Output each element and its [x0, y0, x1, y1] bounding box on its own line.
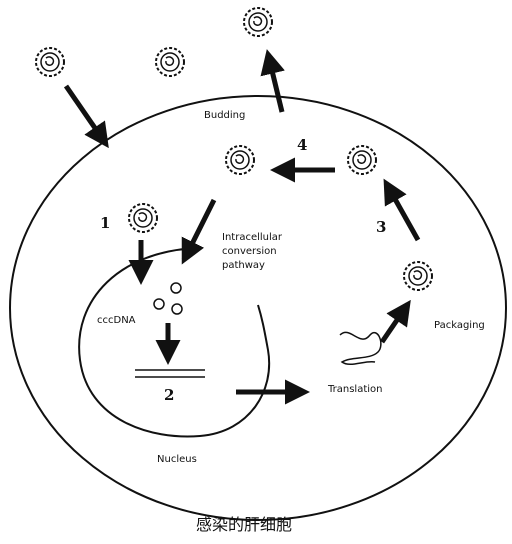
step-number-2: 2: [164, 386, 174, 404]
recycling-arrow: [181, 198, 217, 265]
conversion-label: conversion: [222, 246, 277, 257]
virion-budding-icon: [225, 145, 255, 175]
release-arrow: [260, 49, 285, 113]
cccdna-label: cccDNA: [97, 315, 136, 326]
step-number-3: 3: [376, 218, 386, 236]
virion-entering-icon: [35, 47, 65, 77]
cell-membrane: [9, 95, 507, 521]
translation-label: Translation: [327, 384, 383, 395]
pathway-label: pathway: [222, 260, 265, 271]
assembly-arrow: [383, 178, 421, 242]
packaging-label: Packaging: [434, 320, 485, 331]
virion-uncoating-icon: [128, 203, 158, 233]
cccdna-circle: [153, 298, 165, 310]
step-number-4: 4: [297, 136, 307, 154]
virion-assembled-icon: [347, 145, 377, 175]
intracellular-label: Intracellular: [222, 232, 283, 243]
cccdna-circle: [171, 303, 183, 315]
nucleus-label: Nucleus: [157, 454, 197, 465]
figure-caption: 感染的肝细胞: [196, 515, 292, 534]
step-number-1: 1: [100, 214, 110, 232]
virion-packaging-icon: [403, 261, 433, 291]
budding-label: Budding: [204, 110, 245, 121]
virion-outside-icon: [155, 47, 185, 77]
virion-released-icon: [243, 7, 273, 37]
mrna-squiggle-icon: [339, 331, 382, 365]
entry-arrow: [63, 84, 109, 149]
nucleus-membrane: [78, 247, 271, 438]
packaging-arrow: [379, 299, 411, 344]
cccdna-circle: [170, 282, 182, 294]
